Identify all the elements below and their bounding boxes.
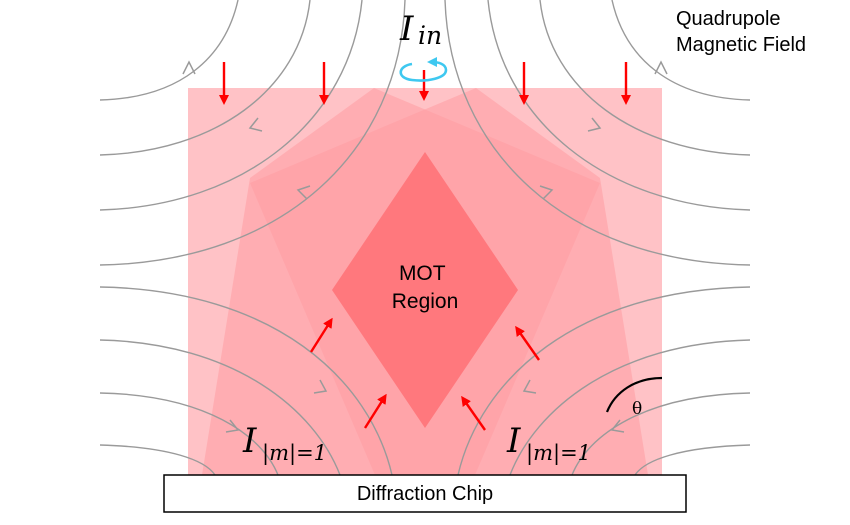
incident-subscript: in bbox=[418, 21, 442, 50]
theta-label: θ bbox=[632, 399, 642, 419]
field-line-arrows bbox=[182, 60, 668, 433]
incident-intensity-label: I in bbox=[399, 9, 442, 50]
mot-label: MOT Region bbox=[392, 262, 459, 313]
diffracted-left-symbol: I bbox=[242, 421, 257, 461]
incident-symbol: I bbox=[399, 9, 414, 49]
mot-label-line1: MOT bbox=[399, 262, 446, 285]
chip-label: Diffraction Chip bbox=[357, 483, 493, 505]
diffracted-left-subscript: |m|=1 bbox=[262, 441, 327, 466]
field-label-line1: Quadrupole bbox=[676, 8, 781, 30]
diffracted-right-symbol: I bbox=[506, 421, 521, 461]
diffracted-left-intensity-label: I |m|=1 bbox=[242, 421, 327, 466]
diffraction-chip: Diffraction Chip bbox=[163, 474, 687, 513]
incident-arrows bbox=[219, 62, 631, 105]
mot-label-line2: Region bbox=[392, 290, 459, 313]
theta-angle-arc bbox=[605, 376, 663, 413]
polarization-icon bbox=[399, 57, 448, 82]
diffracted-right-intensity-label: I |m|=1 bbox=[506, 421, 591, 466]
field-label-line2: Magnetic Field bbox=[676, 34, 806, 56]
diffracted-arrows bbox=[309, 317, 540, 431]
mot-region bbox=[332, 152, 518, 428]
diffracted-right-subscript: |m|=1 bbox=[526, 441, 591, 466]
field-label: Quadrupole Magnetic Field bbox=[676, 8, 806, 56]
